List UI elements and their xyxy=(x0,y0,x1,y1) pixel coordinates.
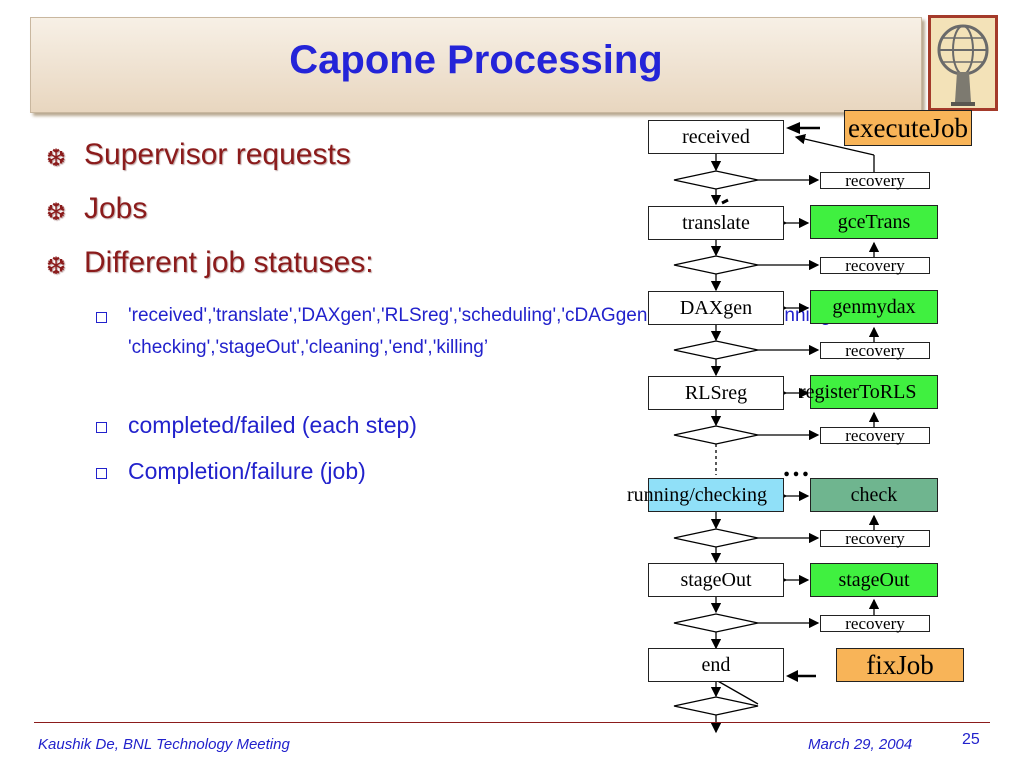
footer-author: Kaushik De, BNL Technology Meeting xyxy=(38,736,290,753)
action-registertorls-label: registerToRLS xyxy=(799,381,917,403)
action-registertorls: registerToRLS xyxy=(799,375,938,409)
snowflake-bullet-icon: ❆ xyxy=(46,253,67,280)
bullet-item: ❆ Different job statuses: xyxy=(46,246,606,300)
footer-divider xyxy=(34,722,990,723)
bullet-list: ❆ Supervisor requests ❆ Jobs ❆ Different… xyxy=(46,138,840,504)
bullet-text: Different job statuses: xyxy=(84,246,374,279)
state-stageout: stageOut xyxy=(648,563,784,597)
recovery-box: recovery xyxy=(820,172,930,189)
square-bullet-icon xyxy=(96,468,107,479)
entry-fixjob: fixJob xyxy=(836,648,964,682)
action-stageout: stageOut xyxy=(810,563,938,597)
recovery-box: recovery xyxy=(820,615,930,632)
ellipsis: … xyxy=(782,452,810,483)
atlas-figure-icon xyxy=(937,24,989,106)
state-running-checking: running/checking xyxy=(627,478,784,512)
snowflake-bullet-icon: ❆ xyxy=(46,199,67,226)
state-running-checking-label: running/checking xyxy=(627,484,767,506)
state-end: end xyxy=(648,648,784,682)
sub-bullet-text: completed/failed (each step) xyxy=(128,412,417,438)
sub-bullet-item: 'received','translate','DAXgen','RLSreg'… xyxy=(46,300,840,412)
snowflake-bullet-icon: ❆ xyxy=(46,145,67,172)
sub-bullet-item: completed/failed (each step) xyxy=(46,412,606,458)
bullet-text: Jobs xyxy=(84,192,148,225)
recovery-box: recovery xyxy=(820,257,930,274)
recovery-box: recovery xyxy=(820,342,930,359)
state-translate: translate xyxy=(648,206,784,240)
square-bullet-icon xyxy=(96,422,107,433)
action-check: check xyxy=(810,478,938,512)
bullet-item: ❆ Supervisor requests xyxy=(46,138,606,192)
action-gcetrans: gceTrans xyxy=(810,205,938,239)
action-genmydax: genmydax xyxy=(810,290,938,324)
flowchart-connectors xyxy=(673,122,880,734)
bullet-item: ❆ Jobs xyxy=(46,192,606,246)
state-received: received xyxy=(648,120,784,154)
sub-bullet-text: 'received','translate','DAXgen','RLSreg'… xyxy=(128,305,840,358)
sub-bullet-item: Completion/failure (job) xyxy=(46,458,606,504)
state-daxgen: DAXgen xyxy=(648,291,784,325)
square-bullet-icon xyxy=(96,312,107,323)
sub-bullet-text: Completion/failure (job) xyxy=(128,458,366,484)
atlas-logo xyxy=(928,15,998,111)
state-rlsreg: RLSreg xyxy=(648,376,784,410)
page-number: 25 xyxy=(962,731,980,748)
recovery-box: recovery xyxy=(820,427,930,444)
recovery-box: recovery xyxy=(820,530,930,547)
footer-date: March 29, 2004 xyxy=(808,736,913,753)
slide-title: Capone Processing xyxy=(289,38,663,82)
entry-executejob: executeJob xyxy=(844,110,972,146)
bullet-text: Supervisor requests xyxy=(84,138,351,171)
title-bar: Capone Processing xyxy=(30,17,922,113)
